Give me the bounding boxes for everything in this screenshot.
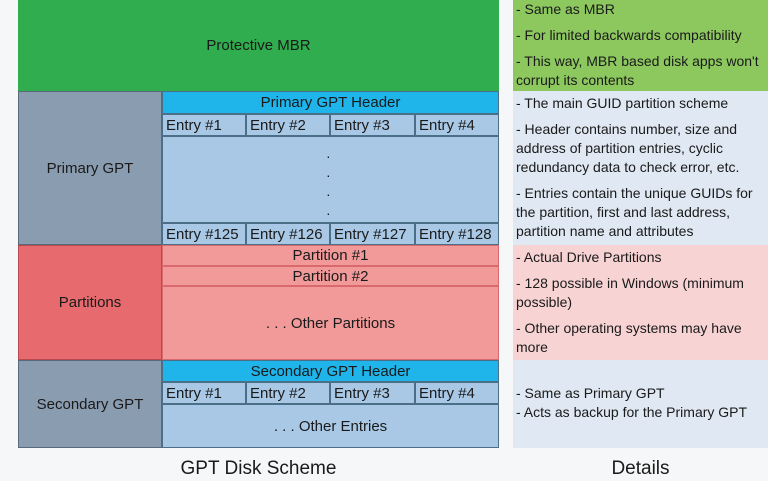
partitions-label: Partitions bbox=[58, 294, 122, 311]
primary-gpt-label-block: Primary GPT bbox=[18, 91, 162, 245]
secondary-entry-3: Entry #3 bbox=[330, 382, 415, 404]
primary-entries-gap bbox=[162, 136, 499, 223]
primary-entry-3: Entry #3 bbox=[330, 114, 415, 136]
partitions-label-block: Partitions bbox=[18, 245, 162, 360]
details-partitions-3: - Other operating systems may have more bbox=[516, 320, 742, 355]
details-partitions-1: - Actual Drive Partitions bbox=[516, 249, 662, 265]
protective-mbr-label: Protective MBR bbox=[206, 37, 311, 54]
primary-entry-2: Entry #2 bbox=[246, 114, 330, 136]
details-primary-1: - The main GUID partition scheme bbox=[516, 95, 729, 111]
ellipsis-dot-4: · bbox=[326, 205, 331, 221]
secondary-entry-2: Entry #2 bbox=[246, 382, 330, 404]
details-partitions-2: - 128 possible in Windows (minimum possi… bbox=[516, 275, 744, 310]
primary-entry-127: Entry #127 bbox=[330, 223, 415, 245]
secondary-gpt-label-block: Secondary GPT bbox=[18, 360, 162, 448]
details-mbr-3: - This way, MBR based disk apps won't co… bbox=[516, 53, 759, 88]
protective-mbr-block: Protective MBR bbox=[18, 0, 499, 91]
other-entries: . . . Other Entries bbox=[162, 404, 499, 448]
details-primary: - The main GUID partition scheme - Heade… bbox=[513, 91, 768, 245]
ellipsis-dot-1: · bbox=[326, 148, 331, 164]
secondary-entry-4: Entry #4 bbox=[415, 382, 499, 404]
diagram-caption: GPT Disk Scheme bbox=[180, 458, 337, 479]
details-secondary-2: - Acts as backup for the Primary GPT bbox=[516, 404, 748, 420]
secondary-gpt-label: Secondary GPT bbox=[36, 395, 144, 413]
details-secondary-1: - Same as Primary GPT bbox=[516, 385, 665, 401]
primary-entry-125: Entry #125 bbox=[162, 223, 246, 245]
other-partitions: . . . Other Partitions bbox=[162, 286, 499, 360]
primary-entry-126: Entry #126 bbox=[246, 223, 330, 245]
details-caption: Details bbox=[611, 458, 670, 479]
secondary-entry-1: Entry #1 bbox=[162, 382, 246, 404]
ellipsis-dot-3: · bbox=[326, 186, 331, 202]
details-partitions: - Actual Drive Partitions - 128 possible… bbox=[513, 245, 768, 360]
primary-gpt-header: Primary GPT Header bbox=[162, 91, 499, 114]
details-mbr: - Same as MBR - For limited backwards co… bbox=[513, 0, 768, 91]
details-mbr-1: - Same as MBR bbox=[516, 1, 615, 17]
primary-entry-4: Entry #4 bbox=[415, 114, 499, 136]
partition-1: Partition #1 bbox=[162, 245, 499, 266]
details-primary-3: - Entries contain the unique GUIDs for t… bbox=[516, 185, 753, 239]
partition-2: Partition #2 bbox=[162, 266, 499, 286]
primary-gpt-header-label: Primary GPT Header bbox=[260, 94, 401, 111]
ellipsis-dot-2: · bbox=[326, 167, 331, 183]
details-secondary: - Same as Primary GPT - Acts as backup f… bbox=[513, 360, 768, 448]
details-mbr-2: - For limited backwards compatibility bbox=[516, 27, 742, 43]
primary-entry-1: Entry #1 bbox=[162, 114, 246, 136]
details-primary-2: - Header contains number, size and addre… bbox=[516, 121, 740, 175]
secondary-gpt-header-label: Secondary GPT Header bbox=[250, 362, 411, 380]
secondary-gpt-header: Secondary GPT Header bbox=[162, 360, 499, 382]
primary-gpt-label: Primary GPT bbox=[46, 159, 134, 177]
primary-entry-128: Entry #128 bbox=[415, 223, 499, 245]
